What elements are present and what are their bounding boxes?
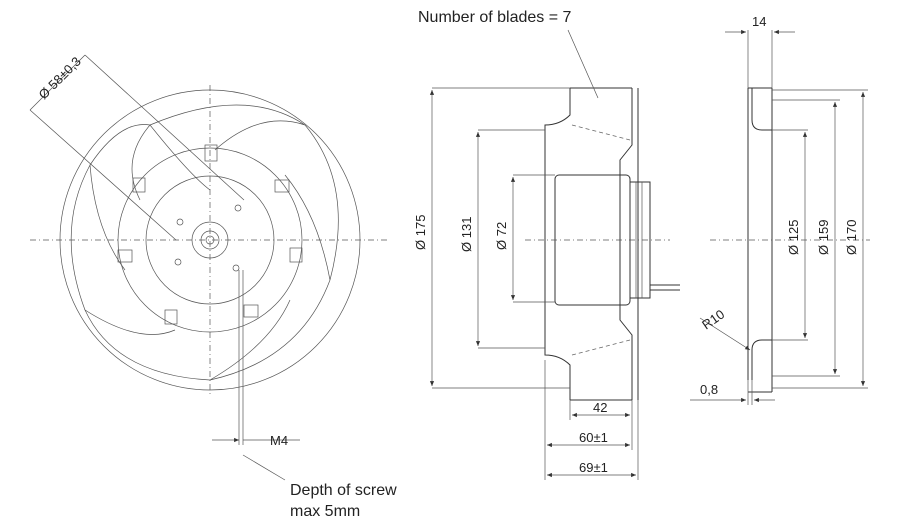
depth-60-label: 60±1	[579, 430, 608, 445]
blade	[84, 309, 211, 381]
depth-42-label: 42	[593, 400, 607, 415]
screw-note-line2: max 5mm	[290, 503, 360, 520]
side-view	[690, 29, 870, 405]
clip	[274, 179, 290, 193]
blade	[149, 104, 306, 151]
blade	[209, 279, 331, 381]
clip	[117, 249, 133, 263]
clip	[132, 177, 146, 193]
width-label: 14	[752, 14, 766, 29]
thickness-label: 0,8	[700, 382, 718, 397]
blade	[89, 124, 151, 201]
front-view	[29, 54, 390, 481]
dia-inlet-label: Ø 131	[459, 217, 474, 252]
bolt-circle-label: Ø 58±0,3	[36, 54, 84, 102]
depth-69-label: 69±1	[579, 460, 608, 475]
dia-170-label: Ø 170	[844, 220, 859, 255]
dia-outer-label: Ø 175	[413, 215, 428, 250]
thread-label: M4	[270, 433, 288, 448]
dia-159-label: Ø 159	[816, 220, 831, 255]
clip	[204, 144, 218, 162]
screw-note-line1: Depth of screw	[290, 482, 397, 499]
blade	[149, 124, 211, 191]
clip	[164, 309, 178, 325]
blade	[70, 163, 126, 311]
section-view	[429, 29, 680, 480]
blade	[284, 124, 339, 281]
dia-125-label: Ø 125	[786, 220, 801, 255]
dia-motor-label: Ø 72	[494, 222, 509, 250]
radius-label: R10	[699, 306, 727, 332]
shaft-hub	[191, 221, 229, 259]
clip	[289, 247, 303, 263]
clip	[243, 304, 259, 318]
hub-ring	[117, 147, 303, 333]
blades-note: Number of blades = 7	[418, 9, 572, 26]
